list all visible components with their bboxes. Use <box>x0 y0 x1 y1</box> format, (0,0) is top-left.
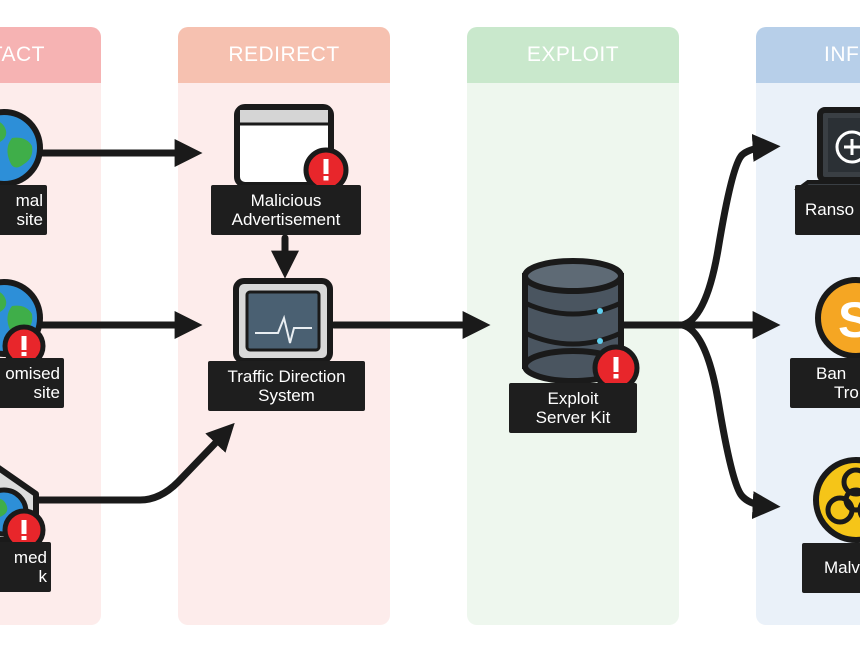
column-contact-header: TACT <box>0 27 101 83</box>
globe-icon <box>0 109 43 187</box>
node-label-exploit-kit: Exploit Server Kit <box>509 383 637 433</box>
node-label-line-1: omised <box>5 364 60 383</box>
node-label-line-2: site <box>16 210 43 229</box>
laptop-lock-icon <box>794 107 860 190</box>
node-label-line-2: site <box>33 383 60 402</box>
flow-arrows <box>32 133 781 520</box>
node-label-line-1: Ranso <box>805 200 855 219</box>
column-redirect-header: REDIRECT <box>178 27 390 83</box>
node-label-line-1: mal <box>15 191 43 210</box>
node-label-line-2: System <box>258 386 315 405</box>
arrow-exploit-to-malware <box>678 321 781 520</box>
arrow-exploit-to-ransomware <box>678 133 781 329</box>
node-label-line-2: Server Kit <box>535 408 611 427</box>
svg-text:S: S <box>838 292 860 348</box>
node-label-tds: Traffic Direction System <box>208 361 365 411</box>
node-label-compromised-link: med k <box>0 542 51 592</box>
node-label-compromised-website: omised site <box>0 358 64 408</box>
monitor-pulse-icon <box>233 278 333 364</box>
node-label-ransomware: Ranso <box>795 185 860 235</box>
node-label-malware: Malv <box>802 543 860 593</box>
node-label-line-2: Advertisement <box>231 210 341 229</box>
node-label-malicious-ad: Malicious Advertisement <box>211 185 361 235</box>
node-label-normal-website: mal site <box>0 185 47 235</box>
node-label-banking-trojan: Ban Tro <box>790 358 860 408</box>
node-label-line-1: Exploit <box>547 389 599 408</box>
node-label-line-2: Tro <box>834 383 859 402</box>
node-label-line-1: Ban <box>816 364 847 383</box>
node-label-line-1: med <box>13 548 47 567</box>
column-infection-header: INF <box>756 27 860 83</box>
dollar-coin-icon: S <box>815 277 860 359</box>
column-exploit-header: EXPLOIT <box>467 27 679 83</box>
node-label-line-1: Traffic Direction <box>227 367 346 386</box>
node-label-line-1: Malv <box>824 558 860 577</box>
biohazard-icon <box>813 457 860 543</box>
node-label-line-2: k <box>38 567 48 586</box>
arrow-link-to-tds <box>32 422 235 504</box>
alert-badge-icon <box>303 147 349 193</box>
node-label-line-1: Malicious <box>250 191 322 210</box>
